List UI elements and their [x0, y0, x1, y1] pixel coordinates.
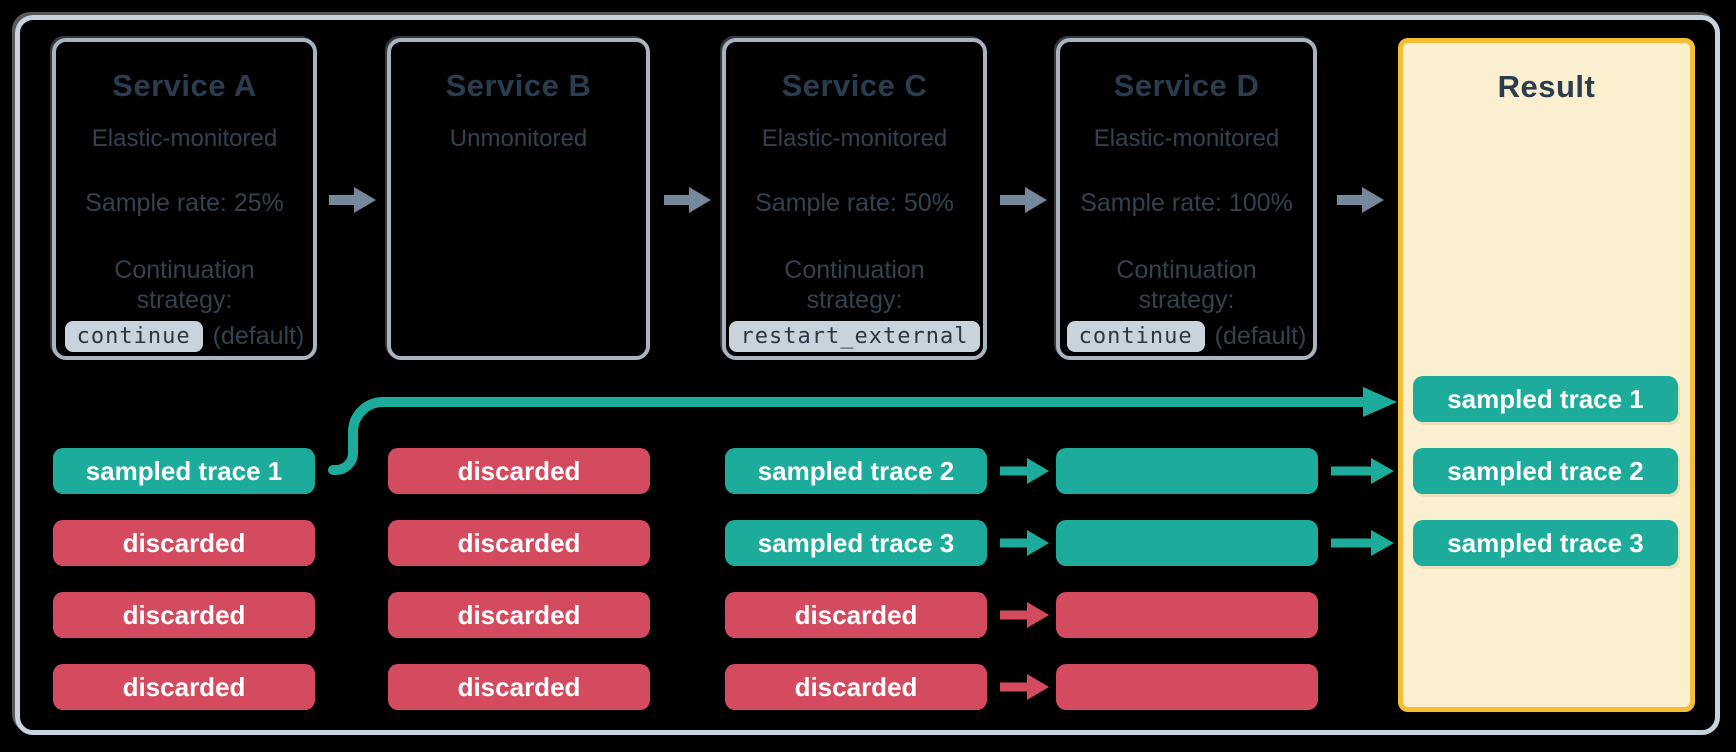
service-a-strategy-default-label: (default): [212, 322, 305, 350]
trace-chip-b-1: discarded: [388, 448, 650, 494]
service-c-continuation-label: Continuation strategy:: [784, 256, 925, 314]
flow-arrow-a-to-b: [329, 187, 376, 213]
result-trace-chip-2: sampled trace 2: [1413, 448, 1678, 494]
flow-arrow-b-to-c: [664, 187, 711, 213]
service-box-c: Service C Elastic-monitored Sample rate:…: [722, 38, 987, 360]
trace-arrow-d-to-result-row2: [1331, 530, 1394, 556]
trace-chip-c-2: sampled trace 3: [725, 520, 987, 566]
service-b-title: Service B: [445, 68, 592, 103]
service-d-strategy-row: continue (default): [1060, 321, 1313, 352]
service-a-strategy-row: continue (default): [56, 321, 313, 352]
service-d-strategy-code-chip: continue: [1066, 321, 1205, 352]
trace-chip-c-4: discarded: [725, 664, 987, 710]
trace-arrow-c-to-d-row3: [1000, 602, 1049, 628]
service-box-a: Service A Elastic-monitored Sample rate:…: [52, 38, 317, 360]
service-d-continuation-label: Continuation strategy:: [1116, 256, 1257, 314]
service-d-strategy-default-label: (default): [1214, 322, 1307, 350]
service-a-strategy-code-chip: continue: [64, 321, 203, 352]
service-c-monitoring-label: Elastic-monitored: [761, 125, 948, 152]
service-d-monitoring-label: Elastic-monitored: [1093, 125, 1280, 152]
trace-chip-a-3: discarded: [53, 592, 315, 638]
trace-chip-d-4: [1056, 664, 1318, 710]
service-c-strategy-code-chip: restart_external: [728, 321, 981, 352]
result-title: Result: [1497, 69, 1596, 104]
result-trace-chip-3: sampled trace 3: [1413, 520, 1678, 566]
trace-chip-a-1: sampled trace 1: [53, 448, 315, 494]
service-c-sample-rate: Sample rate: 50%: [755, 189, 954, 217]
result-trace-chip-1: sampled trace 1: [1413, 376, 1678, 422]
service-box-d: Service D Elastic-monitored Sample rate:…: [1056, 38, 1317, 360]
trace-arrow-c-to-d-row1: [1000, 458, 1049, 484]
trace-arrow-c-to-d-row2: [1000, 530, 1049, 556]
trace-chip-b-4: discarded: [388, 664, 650, 710]
service-d-sample-rate: Sample rate: 100%: [1080, 189, 1293, 217]
service-c-title: Service C: [781, 68, 928, 103]
service-a-monitoring-label: Elastic-monitored: [91, 125, 278, 152]
trace-chip-a-4: discarded: [53, 664, 315, 710]
service-d-title: Service D: [1113, 68, 1260, 103]
service-a-continuation-label: Continuation strategy:: [114, 256, 255, 314]
service-a-sample-rate: Sample rate: 25%: [85, 189, 284, 217]
trace-chip-d-1: [1056, 448, 1318, 494]
service-c-strategy-row: restart_external: [726, 321, 983, 352]
trace-chip-d-3: [1056, 592, 1318, 638]
outer-frame: [15, 15, 1720, 735]
trace-arrow-c-to-d-row4: [1000, 674, 1049, 700]
trace-chip-c-3: discarded: [725, 592, 987, 638]
result-box: Result: [1398, 38, 1695, 712]
flow-arrow-c-to-d: [1000, 187, 1047, 213]
trace-chip-b-3: discarded: [388, 592, 650, 638]
trace-chip-b-2: discarded: [388, 520, 650, 566]
trace-chip-a-2: discarded: [53, 520, 315, 566]
trace-chip-c-1: sampled trace 2: [725, 448, 987, 494]
trace-chip-d-2: [1056, 520, 1318, 566]
service-b-monitoring-label: Unmonitored: [449, 125, 588, 152]
flow-arrow-d-to-result: [1337, 187, 1384, 213]
trace-arrow-d-to-result-row1: [1331, 458, 1394, 484]
service-box-b: Service B Unmonitored: [387, 38, 650, 360]
service-a-title: Service A: [112, 68, 257, 103]
trace-connector-a-to-result: [328, 387, 1397, 475]
